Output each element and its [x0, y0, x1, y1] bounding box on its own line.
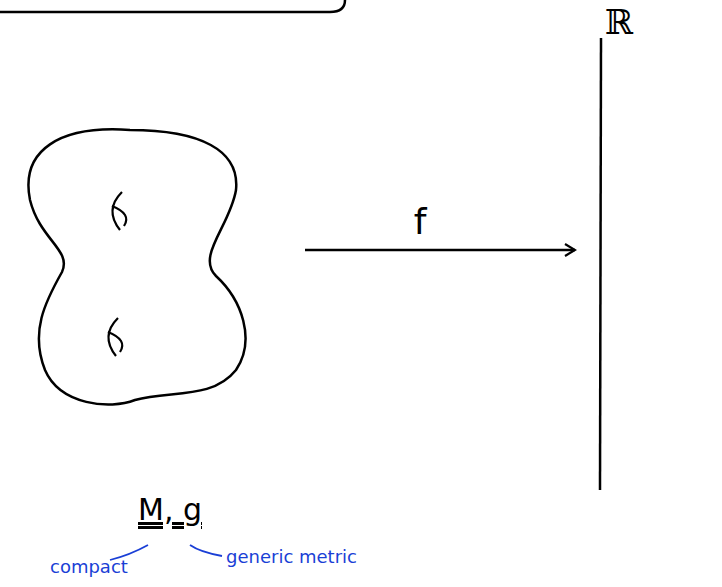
- axis-label: ℝ: [605, 2, 633, 42]
- map-label: f: [414, 201, 427, 242]
- leader-line: [190, 545, 222, 556]
- genus-two-surface: [0, 120, 270, 420]
- real-line: [585, 0, 655, 495]
- real-line-node: ℝ: [585, 0, 655, 495]
- surface-node: M, g: [0, 120, 270, 550]
- manifold-label: M, g: [138, 492, 202, 527]
- annotation-note: compact: [50, 556, 128, 577]
- annotation-note: generic metric: [226, 546, 357, 567]
- partial-box-edge: [0, 0, 345, 12]
- map-arrow: [305, 249, 575, 252]
